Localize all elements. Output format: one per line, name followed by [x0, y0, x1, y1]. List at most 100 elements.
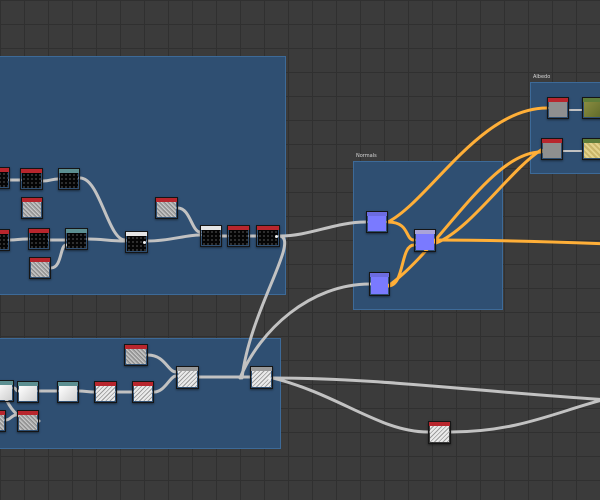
node-header	[0, 230, 9, 234]
node-header	[66, 229, 87, 233]
node-red[interactable]	[227, 225, 250, 247]
node-thumbnail-icon	[430, 426, 449, 442]
node-header	[18, 382, 38, 386]
wire	[4, 413, 18, 422]
wire	[77, 389, 96, 394]
node-red[interactable]	[428, 421, 451, 444]
node-red[interactable]	[94, 381, 117, 403]
node-thumbnail-icon	[19, 386, 37, 401]
node-red[interactable]	[547, 97, 569, 119]
node-olive[interactable]	[582, 97, 600, 119]
node-lavender[interactable]	[414, 229, 436, 252]
node-red[interactable]	[124, 344, 148, 366]
node-thumbnail-icon	[23, 202, 41, 217]
node-red[interactable]	[155, 197, 178, 219]
node-blend[interactable]	[369, 272, 390, 296]
wire	[386, 150, 543, 288]
node-red[interactable]	[256, 225, 280, 247]
wire	[271, 376, 600, 401]
output-socket-icon[interactable]	[275, 235, 278, 238]
node-header	[429, 422, 450, 426]
node-thumbnail-icon	[416, 234, 434, 250]
node-thumbnail-icon	[31, 262, 49, 277]
node-header	[125, 345, 147, 349]
node-red[interactable]	[21, 197, 43, 219]
node-blend[interactable]	[366, 211, 388, 233]
output-socket-icon[interactable]	[268, 377, 271, 380]
node-red[interactable]	[20, 168, 43, 190]
node-teal[interactable]	[17, 381, 39, 403]
node-header	[59, 169, 79, 173]
node-header	[156, 198, 177, 202]
node-header	[126, 232, 147, 236]
node-teal[interactable]	[58, 168, 80, 190]
node-header	[22, 198, 42, 202]
node-khaki[interactable]	[582, 138, 600, 160]
node-header	[228, 226, 249, 230]
node-red[interactable]	[0, 167, 10, 189]
node-thumbnail-icon	[202, 230, 220, 245]
node-header	[0, 411, 5, 415]
node-teal[interactable]	[57, 381, 79, 403]
wire	[240, 234, 287, 380]
node-thumbnail-icon	[96, 386, 115, 401]
node-white[interactable]	[125, 231, 148, 253]
node-red[interactable]	[0, 410, 6, 432]
node-thumbnail-icon	[371, 277, 388, 294]
node-thumbnail-icon	[0, 172, 8, 187]
node-header	[0, 381, 13, 385]
wire	[434, 238, 600, 246]
wire	[41, 177, 60, 183]
node-teal[interactable]	[65, 228, 88, 250]
node-header	[58, 382, 78, 386]
node-thumbnail-icon	[126, 349, 146, 364]
node-gray[interactable]	[176, 366, 199, 389]
node-thumbnail-icon	[543, 143, 561, 158]
node-teal[interactable]	[0, 380, 14, 402]
node-header	[177, 367, 198, 371]
wire	[146, 233, 202, 243]
node-header	[21, 169, 42, 173]
node-white[interactable]	[200, 225, 222, 247]
wire	[278, 220, 368, 238]
node-thumbnail-icon	[157, 202, 176, 217]
node-header	[18, 411, 38, 415]
node-header	[95, 382, 116, 386]
node-thumbnail-icon	[19, 415, 37, 430]
wire	[8, 237, 30, 242]
node-header	[257, 226, 279, 230]
wire	[146, 353, 178, 374]
wire	[49, 243, 68, 270]
wire	[386, 220, 416, 242]
node-thumbnail-icon	[0, 385, 12, 400]
wire	[78, 176, 127, 242]
node-red[interactable]	[29, 257, 51, 279]
node-header	[251, 367, 272, 371]
wire	[238, 282, 372, 380]
node-thumbnail-icon	[134, 386, 152, 401]
wire	[152, 374, 178, 394]
node-header	[370, 273, 389, 277]
node-header	[133, 382, 153, 386]
node-thumbnail-icon	[584, 143, 600, 158]
node-thumbnail-icon	[0, 415, 4, 430]
node-thumbnail-icon	[0, 234, 8, 249]
node-red[interactable]	[28, 228, 50, 250]
node-red[interactable]	[0, 229, 10, 251]
node-header	[415, 230, 435, 234]
node-gray[interactable]	[250, 366, 273, 389]
wire	[386, 106, 549, 224]
wire	[271, 376, 430, 434]
node-thumbnail-icon	[368, 216, 386, 231]
node-red[interactable]	[132, 381, 154, 403]
node-red[interactable]	[541, 138, 563, 160]
node-thumbnail-icon	[60, 173, 78, 188]
node-red[interactable]	[17, 410, 39, 432]
node-thumbnail-icon	[59, 386, 77, 401]
node-thumbnail-icon	[549, 102, 567, 117]
node-thumbnail-icon	[178, 371, 197, 387]
node-thumbnail-icon	[258, 230, 278, 245]
output-socket-icon[interactable]	[143, 241, 146, 244]
frame-left-top[interactable]	[0, 56, 286, 295]
node-thumbnail-icon	[229, 230, 248, 245]
